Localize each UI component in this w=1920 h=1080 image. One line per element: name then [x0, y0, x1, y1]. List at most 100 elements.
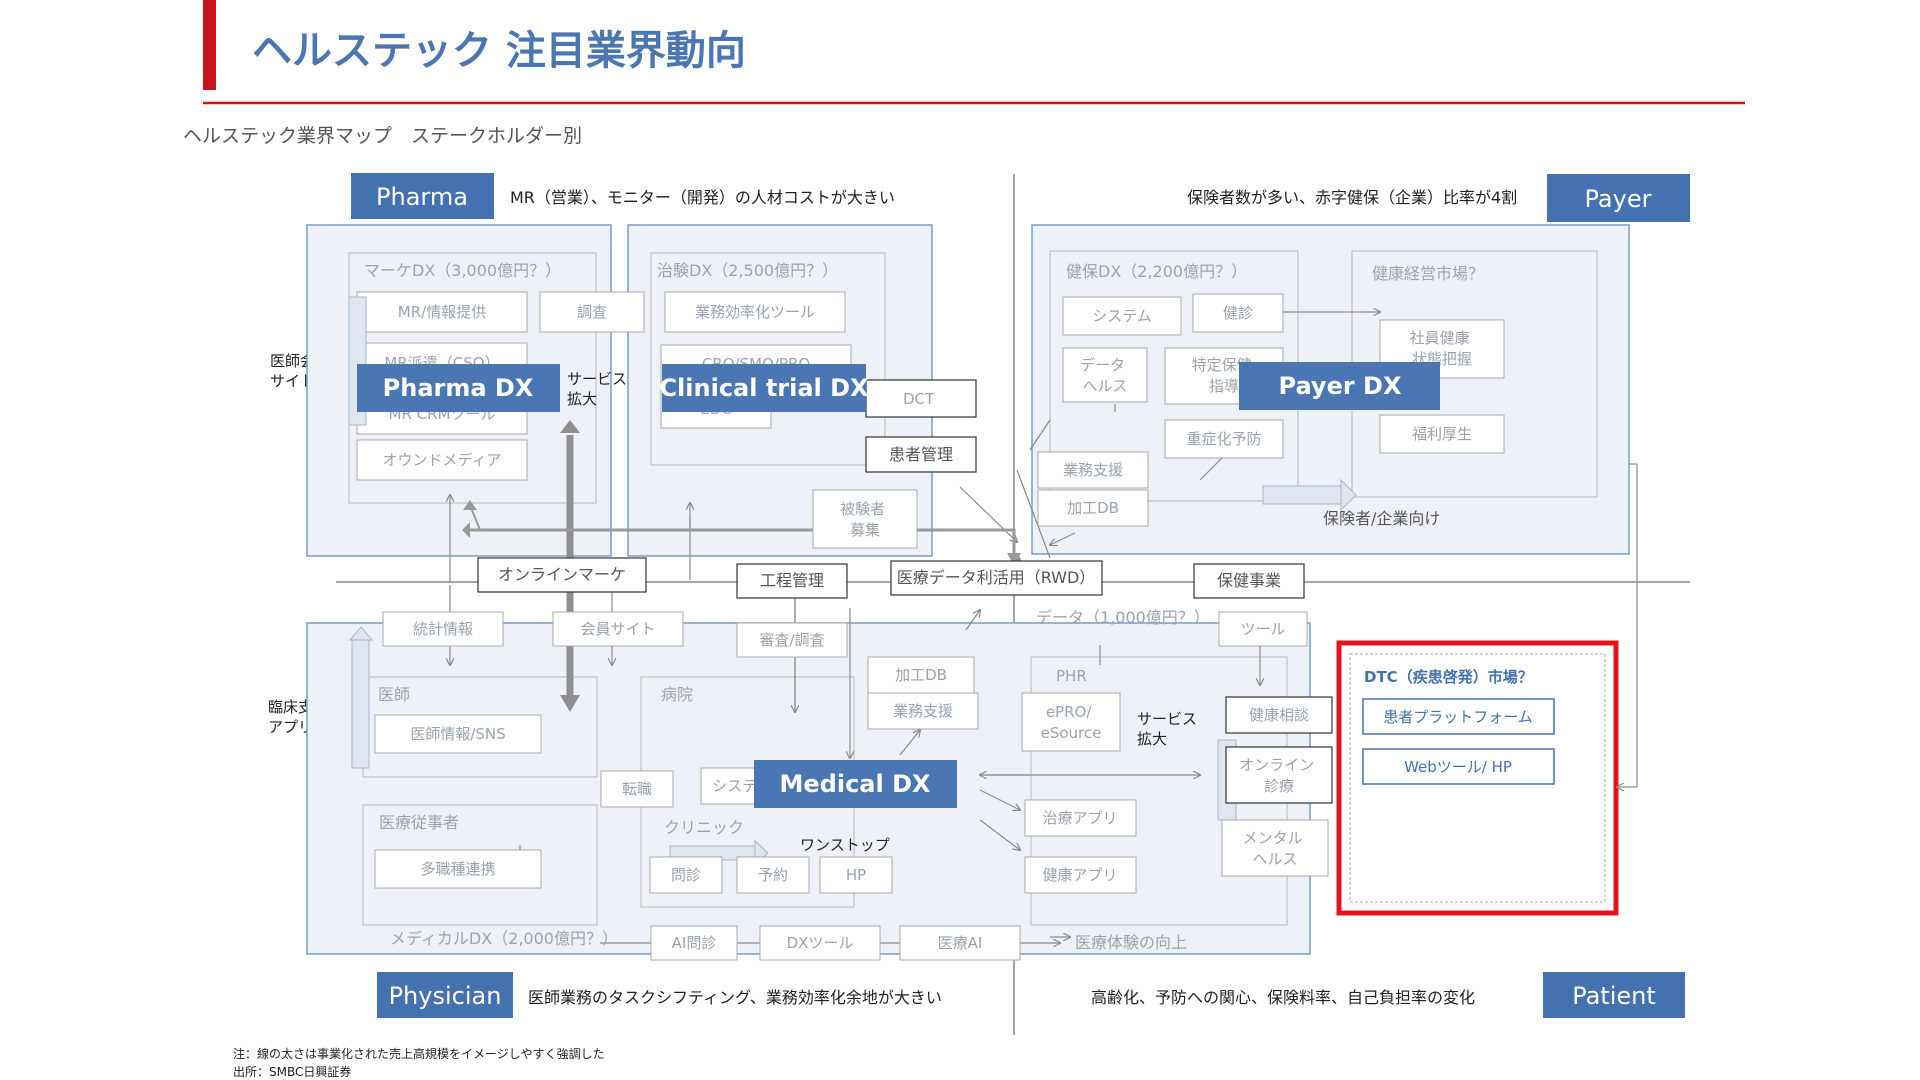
treat-app-box	[1024, 799, 1137, 837]
data-market-label: データ（1,000億円？）	[1036, 608, 1210, 627]
stakeholder-patient-label: Patient	[1572, 982, 1656, 1010]
trial-subpanel	[650, 252, 886, 466]
dct-box	[865, 379, 977, 418]
review-box	[736, 622, 848, 658]
member-site-label: 会員サイト	[580, 620, 655, 638]
epro-label: ePRO/ eSource	[1041, 703, 1102, 742]
hp-box	[819, 856, 893, 894]
multi-label: 多職種連携	[420, 860, 495, 878]
medical-footer-label: メディカルDX（2,000億円？）	[390, 929, 618, 948]
note-payer: 保険者数が多い、赤字健保（企業）比率が4割	[1187, 188, 1517, 207]
payer-ops-box	[1037, 451, 1149, 489]
clinical-side-arrow	[351, 639, 370, 769]
patient-mgmt-box	[865, 436, 977, 473]
efficiency-tool-box	[664, 291, 846, 333]
title-accent-bar	[203, 0, 216, 90]
stakeholder-payer	[1547, 174, 1690, 222]
stakeholder-pharma	[351, 173, 494, 219]
doctor-title: 医師	[378, 685, 410, 704]
consult-box	[1225, 696, 1333, 734]
payer-title: 健保DX（2,200億円？）	[1066, 262, 1247, 281]
stakeholder-pharma-label: Pharma	[376, 183, 468, 211]
onestop-label: ワンストップ	[800, 836, 890, 854]
online-care-box	[1225, 746, 1333, 804]
job-change-label: 転職	[622, 780, 652, 798]
stakeholder-payer-label: Payer	[1585, 185, 1652, 213]
middle-band: オンラインマーケ 工程管理 医療データ利活用（RWD） 保健事業 データ（1,0…	[382, 370, 1308, 748]
patient-platform-label: 患者プラットフォーム	[1383, 708, 1533, 726]
mr-info-label: MR/情報提供	[398, 303, 486, 321]
staff-subpanel	[362, 804, 598, 926]
payer-ops-label: 業務支援	[1063, 461, 1123, 479]
rwd-label: 医療データ利活用（RWD）	[897, 568, 1096, 587]
experience-label: 医療体験の向上	[1075, 933, 1187, 952]
patient-mgmt-label: 患者管理	[889, 445, 953, 464]
review-label: 審査/調査	[759, 631, 824, 649]
stakeholder-physician-label: Physician	[389, 982, 502, 1010]
ai-interview-label: AI問診	[672, 934, 717, 952]
medical-db-box	[867, 656, 975, 694]
dx-tool-label: DXツール	[787, 934, 854, 952]
health-guidance-label: 特定保健 指導	[1192, 356, 1257, 395]
wellness-market-title: 健康経営市場？	[1372, 264, 1484, 283]
epro-box	[1021, 692, 1121, 752]
member-site-box	[552, 611, 684, 647]
subject-recruit-box	[812, 489, 918, 549]
payer-dx-badge	[1239, 362, 1440, 410]
data-health-label: データ ヘルス	[1080, 356, 1130, 395]
clinical-dx-label: Clinical trial DX	[659, 374, 869, 402]
health-app-box	[1024, 856, 1137, 894]
phr-items: ePRO/ eSource 治療アプリ 健康アプリ 健康相談 オンライン 診療 …	[1021, 692, 1333, 894]
footer-source: 出所：SMBC日興証券	[233, 1064, 351, 1079]
payer-db-label: 加工DB	[1067, 499, 1119, 517]
consult-label: 健康相談	[1249, 706, 1309, 724]
patient-platform-box	[1362, 698, 1555, 735]
service-expand-2: サービス 拡大	[1137, 710, 1202, 748]
web-tool-label: Webツール/ HP	[1404, 758, 1512, 776]
stakeholder-patient	[1543, 972, 1685, 1018]
marketing-title: マーケDX（3,000億円？）	[364, 261, 561, 280]
medical-ai-box	[899, 925, 1021, 961]
connector-arrows	[450, 312, 1638, 943]
data-health-box	[1062, 347, 1148, 403]
severe-prevention-label: 重症化予防	[1186, 430, 1261, 448]
note-patient: 高齢化、予防への関心、保険料率、自己負担率の変化	[1091, 988, 1475, 1007]
payer-dx-label: Payer DX	[1279, 372, 1402, 400]
welfare-box	[1379, 414, 1505, 454]
health-business-box	[1193, 563, 1305, 599]
efficiency-tool-label: 業務効率化ツール	[695, 303, 815, 321]
stats-box	[382, 611, 504, 647]
payer-target-label: 保険者/企業向け	[1323, 509, 1440, 528]
job-change-box	[600, 770, 674, 808]
stats-label: 統計情報	[413, 620, 473, 638]
medical-ops-box	[867, 692, 979, 730]
clinic-title: クリニック	[664, 818, 744, 837]
owned-media-label: オウンドメディア	[383, 451, 502, 469]
medical-dx-badge	[754, 760, 957, 808]
medical-ops-label: 業務支援	[893, 702, 953, 720]
dx-tool-box	[759, 925, 881, 961]
stakeholder-physician	[377, 972, 513, 1018]
reserve-box	[736, 856, 810, 894]
payer-db-box	[1037, 489, 1149, 527]
online-care-label: オンライン 診療	[1239, 756, 1319, 795]
medical-db-label: 加工DB	[895, 666, 947, 684]
mr-info-box	[356, 291, 528, 333]
interview-label: 問診	[671, 866, 701, 884]
page-subtitle: ヘルステック業界マップ ステークホルダー別	[183, 125, 582, 147]
multi-box	[374, 849, 542, 889]
health-business-label: 保健事業	[1217, 571, 1281, 590]
interview-box	[649, 856, 723, 894]
doctor-sns-box	[374, 714, 542, 754]
marketing-items: MR/情報提供 調査 MR派遣（CSO） MR CRMツール オウンドメディア	[348, 291, 645, 481]
mental-box	[1221, 819, 1329, 877]
process-box	[736, 563, 848, 599]
rwd-box	[890, 560, 1103, 596]
note-physician: 医師業務のタスクシフティング、業務効率化余地が大きい	[528, 988, 942, 1007]
dtc-title: DTC（疾患啓発）市場？	[1364, 668, 1533, 686]
welfare-label: 福利厚生	[1412, 425, 1472, 443]
employee-health-label: 社員健康 状態把握	[1410, 329, 1475, 368]
research-label: 調査	[577, 303, 607, 321]
subject-recruit-label: 被験者 募集	[840, 500, 890, 539]
